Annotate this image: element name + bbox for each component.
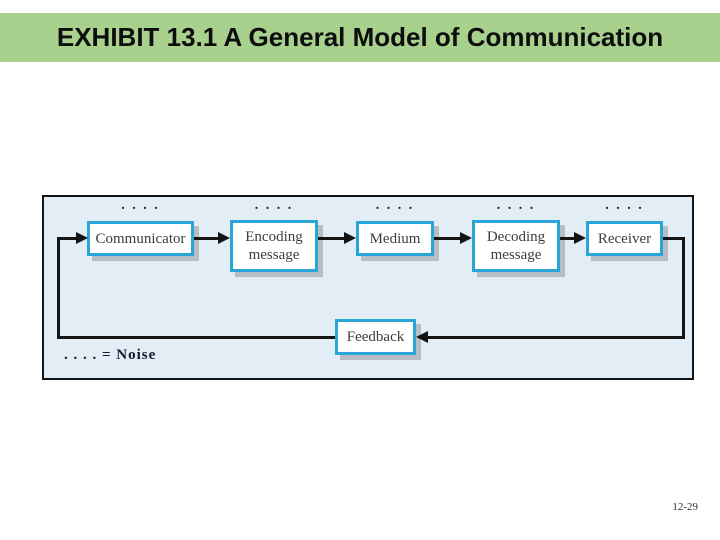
title-bar: EXHIBIT 13.1 A General Model of Communic… (0, 13, 720, 62)
noise-dots-medium: . . . . (375, 198, 415, 213)
box-decoding-message: Decoding message (472, 220, 560, 272)
box-receiver: Receiver (586, 221, 663, 256)
box-medium: Medium (356, 221, 434, 256)
feedback-line-bottom-right (427, 336, 685, 339)
feedback-line-right-vertical (682, 237, 685, 339)
arrowhead-medium-to-decoding-icon (460, 232, 472, 244)
noise-dots-encoding: . . . . (254, 198, 294, 213)
box-feedback-label: Feedback (346, 329, 405, 345)
noise-dots-decoding: . . . . (496, 198, 536, 213)
arrowhead-encoding-to-medium-icon (344, 232, 356, 244)
arrow-line-encoding-to-medium (318, 237, 345, 240)
arrow-line-communicator-to-encoding (194, 237, 219, 240)
box-feedback: Feedback (335, 319, 416, 355)
arrow-line-decoding-to-receiver (560, 237, 575, 240)
feedback-line-left-vertical (57, 237, 60, 339)
arrow-line-into-communicator (57, 237, 78, 240)
noise-dots-communicator: . . . . (121, 198, 160, 213)
box-decoding-message-label: Decoding message (486, 229, 546, 263)
box-communicator: Communicator (87, 221, 194, 256)
feedback-line-receiver-to-right (663, 237, 685, 240)
slide-number: 12-29 (672, 501, 698, 513)
box-encoding-message: Encoding message (230, 220, 318, 272)
box-medium-label: Medium (369, 230, 421, 247)
arrowhead-into-feedback-icon (416, 331, 428, 343)
arrowhead-communicator-to-encoding-icon (218, 232, 230, 244)
feedback-line-bottom-left (57, 336, 335, 339)
slide-title: EXHIBIT 13.1 A General Model of Communic… (56, 22, 664, 52)
box-communicator-label: Communicator (95, 230, 186, 247)
box-receiver-label: Receiver (597, 230, 652, 247)
arrowhead-into-communicator-icon (76, 232, 88, 244)
noise-dots-receiver: . . . . (605, 198, 644, 213)
communication-model-diagram: . . . . . . . . . . . . . . . . . . . . … (42, 195, 694, 380)
arrow-line-medium-to-decoding (434, 237, 461, 240)
box-encoding-message-label: Encoding message (245, 229, 303, 263)
noise-legend: . . . . = Noise (64, 347, 157, 363)
arrowhead-decoding-to-receiver-icon (574, 232, 586, 244)
